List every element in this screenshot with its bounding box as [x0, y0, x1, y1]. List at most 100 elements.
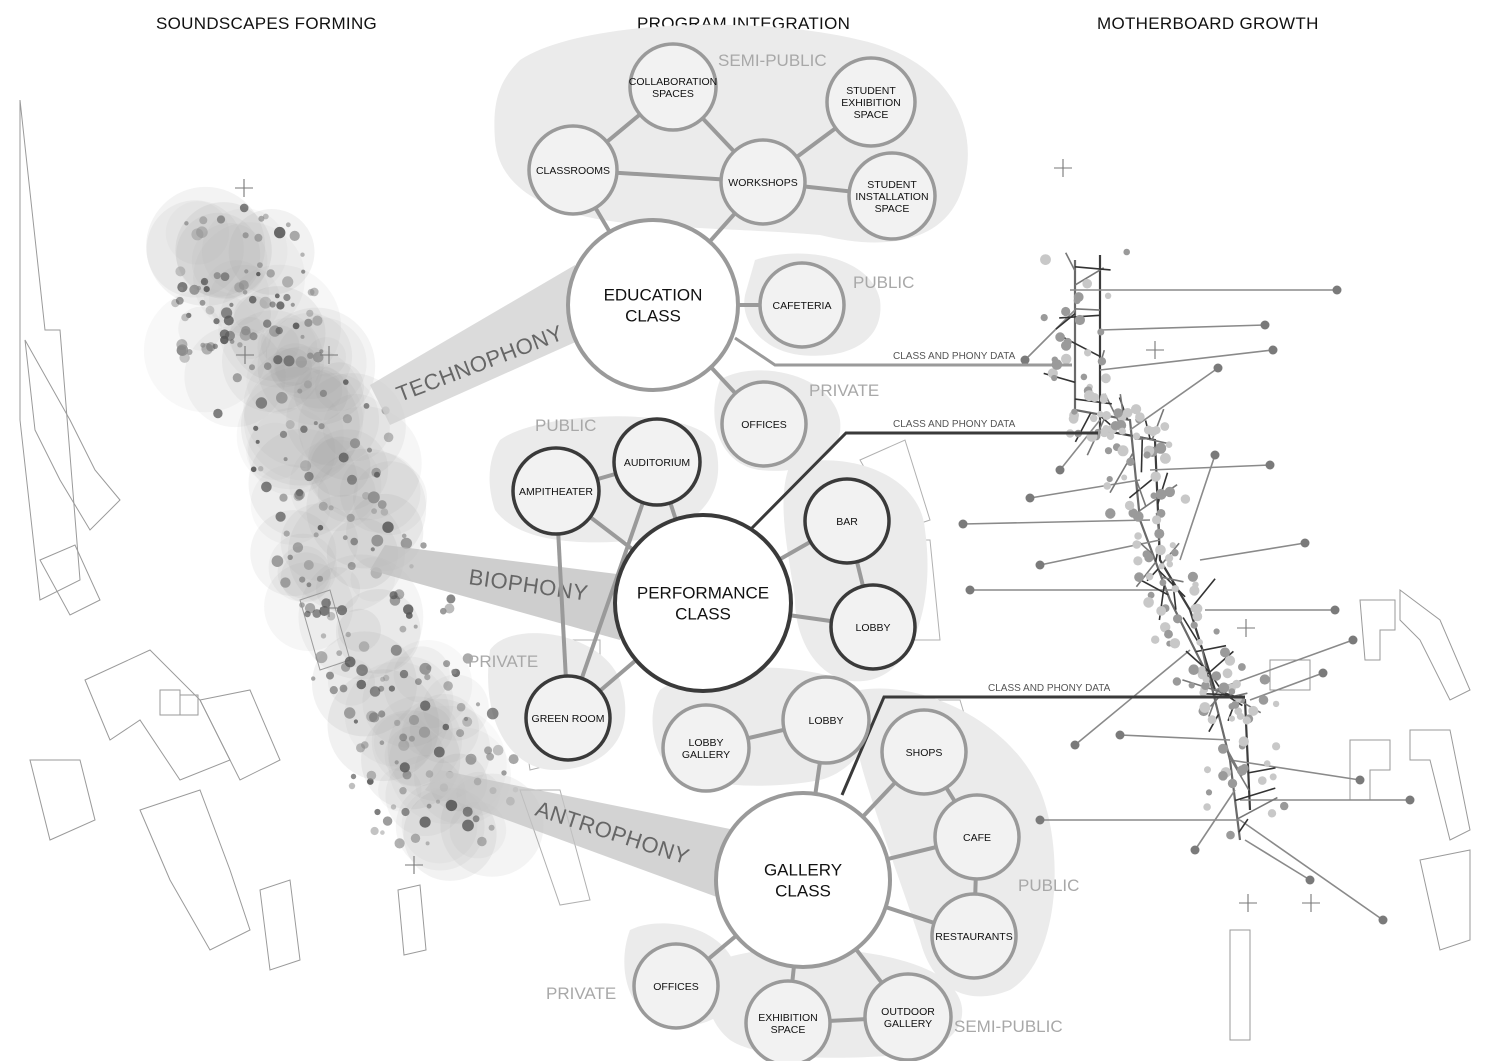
board-dot — [1169, 638, 1181, 649]
board-dot — [1103, 482, 1111, 490]
board-trunk — [1098, 255, 1252, 811]
board-dot — [1061, 353, 1072, 365]
cloud-blob — [314, 362, 364, 412]
board-dot — [1118, 427, 1126, 435]
cloud-dot — [350, 773, 357, 780]
connector-edu — [734, 336, 1072, 367]
cloud-dot — [371, 534, 384, 547]
cloud-dot — [356, 743, 366, 753]
cloud-blob — [344, 661, 450, 767]
cloud-dot — [300, 460, 312, 472]
board-dot — [1144, 553, 1154, 563]
board-node — [1035, 560, 1045, 570]
board-node — [1378, 915, 1388, 925]
board-dot — [1218, 771, 1228, 781]
cloud-dot — [367, 491, 380, 504]
title-motherboard: MOTHERBOARD GROWTH — [1097, 14, 1319, 33]
cloud-dot — [346, 513, 355, 523]
cloud-dot — [380, 830, 385, 835]
cloud-dot — [388, 685, 395, 692]
board-dot — [1124, 500, 1135, 511]
board-dot — [1204, 766, 1211, 774]
node-label: LOBBY — [855, 622, 890, 634]
board-dot — [1236, 765, 1248, 776]
node-label: CAFE — [963, 832, 991, 844]
board-dot — [1133, 556, 1143, 566]
cloud-dot — [311, 676, 316, 681]
cloud-dot — [255, 397, 268, 409]
cloud-dot — [465, 753, 477, 765]
board-dot — [1248, 705, 1259, 716]
cloud-dot — [408, 735, 415, 742]
board-dot — [1117, 445, 1129, 457]
cloud-dot — [366, 710, 378, 723]
cloud-dot — [418, 726, 431, 738]
board-dot — [1040, 254, 1051, 265]
cloud-dot — [229, 302, 234, 307]
cloud-dot — [258, 215, 265, 222]
cloud-blob — [243, 360, 364, 481]
board-node — [965, 585, 975, 595]
cloud-dot — [456, 702, 466, 712]
cloud-dot — [238, 280, 249, 291]
cloud-blob — [403, 787, 497, 881]
board-dot — [1171, 549, 1179, 557]
node-label: GREEN ROOM — [532, 713, 605, 725]
node-circle — [527, 124, 619, 216]
cloud-blob — [191, 223, 268, 299]
cloud-dot — [336, 650, 343, 656]
cloud-dot — [253, 425, 259, 431]
cloud-dot — [339, 684, 348, 693]
board-dot — [1207, 715, 1217, 724]
node-label: OFFICES — [653, 981, 699, 993]
board-dot — [1258, 695, 1269, 705]
cloud-dot — [220, 335, 229, 345]
board-dot — [1104, 292, 1112, 299]
board-dot — [1080, 373, 1088, 381]
board-dot — [1211, 671, 1222, 681]
node-label: GALLERY — [884, 1018, 932, 1030]
board-dot — [1104, 447, 1113, 455]
cloud-dot — [300, 425, 308, 433]
board-trace — [1199, 542, 1306, 561]
cloud-dot — [283, 355, 295, 367]
cloud-dot — [275, 326, 283, 335]
board-stub — [1074, 308, 1101, 311]
cloud-blob — [260, 325, 300, 364]
board-dot — [1156, 509, 1166, 518]
board-dot — [1135, 412, 1145, 422]
board-dot — [1071, 408, 1078, 415]
board-dot — [1151, 635, 1160, 644]
cloud-dot — [394, 719, 401, 727]
cloud-dot — [488, 824, 495, 831]
cloud-dot — [179, 286, 184, 291]
board-dot — [1132, 432, 1141, 440]
node-label: CLASSROOMS — [536, 165, 610, 177]
cloud-dot — [304, 610, 311, 618]
board-dot — [1238, 663, 1246, 671]
cloud-blob — [378, 768, 422, 812]
cloud-dot — [176, 344, 189, 357]
cross-mark — [235, 179, 253, 197]
cloud-dot — [297, 388, 303, 394]
board-dot — [1222, 668, 1233, 679]
board-trace — [1229, 759, 1361, 781]
cloud-dot — [344, 656, 356, 668]
cloud-dot — [232, 373, 242, 383]
board-stub — [1195, 644, 1227, 653]
board-dot — [1205, 789, 1213, 796]
cloud-dot — [382, 674, 390, 682]
cloud-dot — [256, 271, 261, 277]
node-offices-gal: OFFICES — [632, 942, 720, 1030]
soundscape-cloud — [143, 186, 544, 881]
board-node — [1318, 668, 1328, 678]
board-dot — [1097, 357, 1107, 366]
cloud-dot — [319, 349, 324, 354]
board-node — [1055, 465, 1065, 475]
node-lobby-gal: LOBBY — [781, 675, 871, 765]
board-dot — [1218, 682, 1230, 694]
cloud-dot — [290, 302, 295, 307]
cloud-dot — [379, 740, 385, 745]
cloud-blob — [243, 346, 365, 468]
